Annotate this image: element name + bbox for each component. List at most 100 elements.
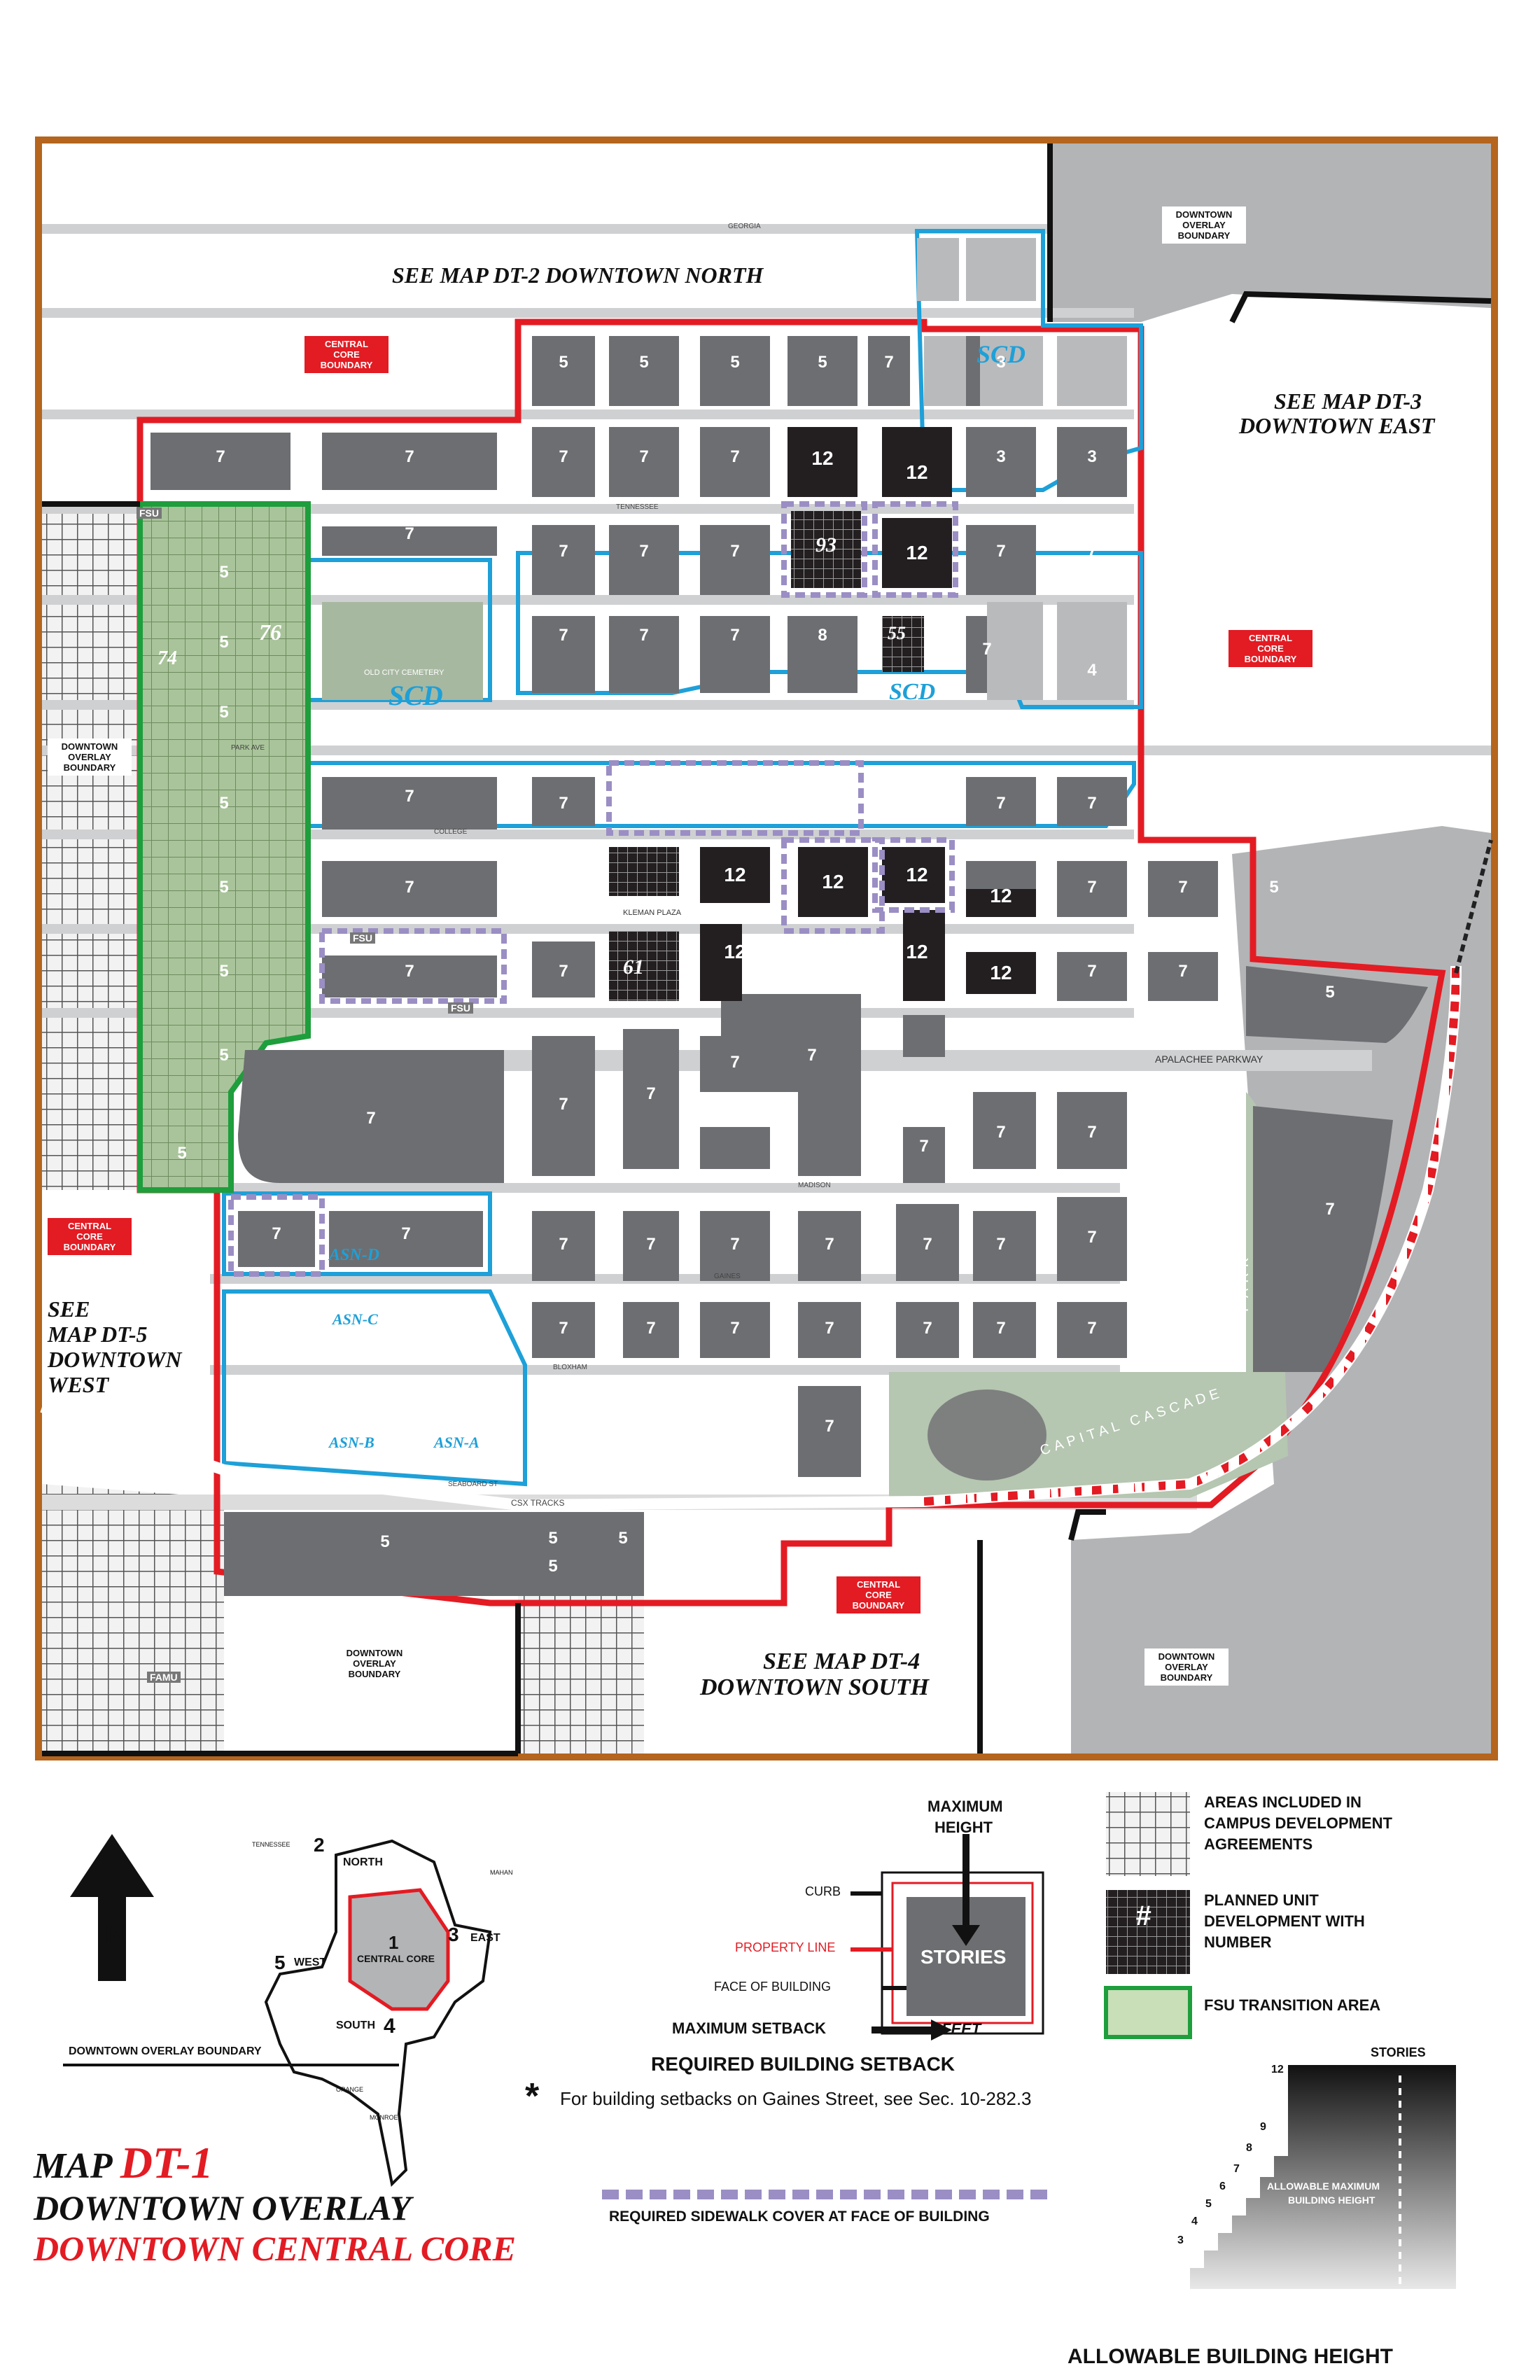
story-number: 7 xyxy=(1178,962,1188,981)
legend-campus-2: CAMPUS DEVELOPMENT xyxy=(1204,1814,1392,1832)
label-cemetery: OLD CITY CEMETERY xyxy=(364,668,444,677)
legend-allowable-max-2: BUILDING HEIGHT xyxy=(1288,2194,1376,2206)
label-street-tennessee: TENNESSEE xyxy=(616,503,659,511)
legend-pud-1: PLANNED UNIT xyxy=(1204,1891,1319,1909)
story-number: 7 xyxy=(996,1123,1006,1142)
grid-area-s xyxy=(518,1596,644,1754)
story-number: 7 xyxy=(884,353,894,372)
story-number: 7 xyxy=(996,1235,1006,1254)
north-arrow-label: N xyxy=(105,1919,125,1949)
label-see-north: SEE MAP DT-2 DOWNTOWN NORTH xyxy=(392,262,764,288)
park-pond xyxy=(927,1390,1046,1480)
story-number: 7 xyxy=(646,1319,656,1338)
story-number: 5 xyxy=(818,353,827,372)
label-asn-c: ASN-C xyxy=(332,1310,378,1328)
inset-north: NORTH xyxy=(343,1856,383,1868)
asn-boundary xyxy=(222,1289,527,1487)
story-number: 7 xyxy=(1087,1123,1097,1142)
label-see-west-1: SEE xyxy=(48,1296,90,1322)
label-see-south-1: SEE MAP DT-4 xyxy=(763,1648,920,1674)
story-number: 5 xyxy=(219,633,229,652)
tag-line: CENTRAL xyxy=(324,339,369,349)
story-number: 7 xyxy=(825,1319,834,1338)
story-number: 7 xyxy=(1178,878,1188,897)
story-number: 7 xyxy=(730,542,740,561)
legend-pud-3: NUMBER xyxy=(1204,1933,1272,1951)
story-number: 7 xyxy=(730,1235,740,1254)
story-number: 5 xyxy=(1325,983,1335,1002)
tag-line: BOUNDARY xyxy=(63,1242,116,1252)
story-number: 5 xyxy=(247,1326,257,1345)
title-map: MAP xyxy=(34,2146,120,2186)
story-number: 4 xyxy=(443,1389,453,1408)
story-number: 7 xyxy=(366,1109,376,1128)
story-number: 8 xyxy=(818,794,827,813)
rail-ext xyxy=(1454,839,1493,974)
story-number: 12 xyxy=(906,461,928,483)
tag-line: CENTRAL xyxy=(856,1579,901,1590)
legend-asterisk-icon: * xyxy=(525,2076,540,2117)
central-core-tag-e: CENTRAL CORE BOUNDARY xyxy=(1228,630,1312,667)
label-pud-93: 93 xyxy=(816,533,836,556)
inset-n1: 1 xyxy=(388,1932,399,1953)
legend-allowable-height: ALLOWABLE BUILDING HEIGHT xyxy=(1068,2345,1393,2368)
label-scd-middle: SCD xyxy=(889,679,936,705)
story-number: 5 xyxy=(219,563,229,582)
stair-label: 7 xyxy=(1233,2163,1240,2175)
label-apalachee: APALACHEE PARKWAY xyxy=(1155,1054,1264,1065)
label-scd-north: SCD xyxy=(976,340,1026,368)
story-number: 12 xyxy=(990,885,1012,906)
central-core-tag-s: CENTRAL CORE BOUNDARY xyxy=(836,1576,920,1614)
label-csx: CSX TRACKS xyxy=(511,1498,565,1508)
label-street-college: COLLEGE xyxy=(434,828,468,836)
label-fsu-3: FSU xyxy=(448,1002,473,1014)
legend-graphics xyxy=(63,1792,1456,2289)
story-number: 5 xyxy=(219,794,229,813)
overlay-tag-se: DOWNTOWN OVERLAY BOUNDARY xyxy=(1144,1648,1228,1686)
story-number: 12 xyxy=(724,864,746,886)
stair-label: 4 xyxy=(1191,2216,1198,2227)
legend-property-line: PROPERTY LINE xyxy=(735,1940,836,1954)
story-number: 8 xyxy=(730,794,740,813)
csx-tracks-red xyxy=(923,965,1460,1506)
story-number: 4 xyxy=(359,1445,369,1464)
story-number: 5 xyxy=(324,1326,334,1345)
story-number: 5 xyxy=(548,1557,558,1576)
story-number: 7 xyxy=(996,542,1006,561)
label-pud-55: 55 xyxy=(888,623,906,643)
story-number: 7 xyxy=(559,542,568,561)
tag-line: BOUNDARY xyxy=(348,1669,401,1679)
story-number: 7 xyxy=(559,1095,568,1114)
overlay-tag-ne: DOWNTOWN OVERLAY BOUNDARY xyxy=(1162,206,1246,244)
inset-monroe: MONROE xyxy=(370,2114,398,2121)
tag-line: BOUNDARY xyxy=(1177,230,1231,241)
story-number: 3 xyxy=(996,353,1006,372)
tag-line: CORE xyxy=(865,1590,892,1600)
tag-line: OVERLAY xyxy=(1165,1662,1208,1672)
label-scd-cemetery: SCD xyxy=(388,680,443,711)
legend-pud-2: DEVELOPMENT WITH xyxy=(1204,1912,1365,1930)
height-stairs xyxy=(1190,2065,1456,2289)
stair-label: 8 xyxy=(1246,2142,1252,2154)
tag-line: OVERLAY xyxy=(353,1658,396,1669)
tag-line: DOWNTOWN xyxy=(1175,209,1233,220)
story-number: 9 xyxy=(559,878,568,897)
story-number: 7 xyxy=(559,794,568,813)
story-number: 5 xyxy=(219,962,229,981)
story-number: 12 xyxy=(906,542,928,564)
tag-line: CENTRAL xyxy=(1248,633,1293,643)
story-number: 7 xyxy=(996,1319,1006,1338)
story-number: 12 xyxy=(990,962,1012,983)
story-number: 7 xyxy=(1325,1200,1335,1219)
stair-label: 9 xyxy=(1260,2121,1266,2133)
legend-max-height-1: MAXIMUM xyxy=(927,1798,1003,1815)
legend-stories: STORIES xyxy=(920,1946,1007,1968)
story-number: 5 xyxy=(177,1144,187,1163)
story-number: 7 xyxy=(825,1417,834,1436)
inset-overlay-boundary: DOWNTOWN OVERLAY BOUNDARY xyxy=(69,2045,262,2057)
inset-n2: 2 xyxy=(314,1834,325,1856)
story-number: 7 xyxy=(401,1224,411,1243)
legend-max-setback: MAXIMUM SETBACK xyxy=(672,2019,826,2037)
label-asn-b: ASN-B xyxy=(329,1434,374,1451)
